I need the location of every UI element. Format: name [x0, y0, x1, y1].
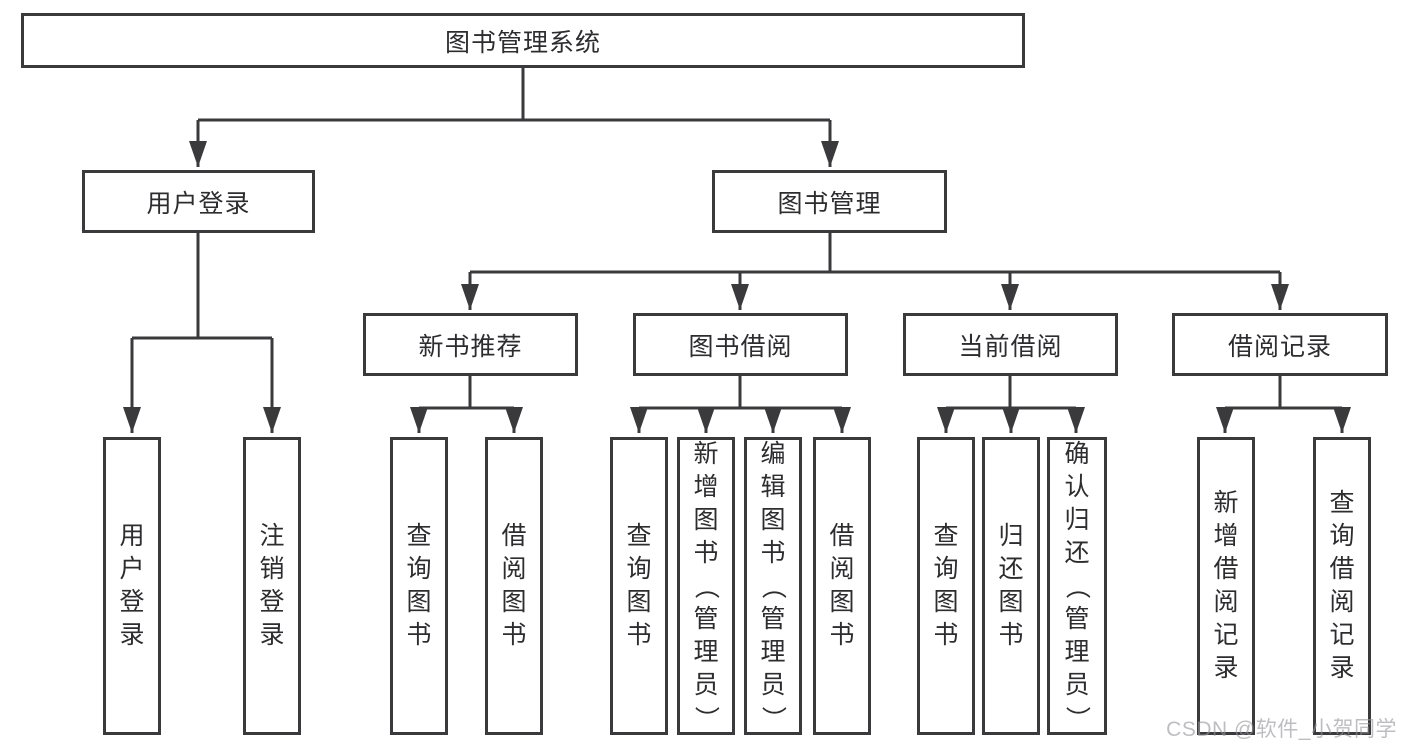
leaf-borrow-books-recommend: 借阅图书 — [485, 437, 543, 735]
watermark: CSDN @软件_小贺同学 — [1166, 718, 1397, 741]
leaf-query-books-borrowing: 查询图书 — [610, 437, 668, 735]
leaf-borrow-books-borrowing: 借阅图书 — [813, 437, 871, 735]
leaf-user-login: 用户登录 — [103, 437, 161, 735]
node-book-borrowing: 图书借阅 — [633, 313, 848, 376]
leaf-return-books: 归还图书 — [982, 437, 1040, 735]
node-new-book-recommendation: 新书推荐 — [363, 313, 578, 376]
leaf-query-borrow-record: 查询借阅记录 — [1313, 437, 1371, 735]
leaf-add-books-admin: 新增图书（管理员） — [677, 437, 735, 735]
leaf-add-borrow-record: 新增借阅记录 — [1197, 437, 1255, 735]
leaf-logout: 注销登录 — [243, 437, 301, 735]
node-book-management: 图书管理 — [712, 170, 947, 233]
leaf-edit-books-admin: 编辑图书（管理员） — [744, 437, 802, 735]
leaf-query-books-current: 查询图书 — [917, 437, 975, 735]
leaf-confirm-return-admin: 确认归还（管理员） — [1047, 437, 1107, 735]
node-borrowing-records: 借阅记录 — [1172, 313, 1388, 376]
leaf-query-books-recommend: 查询图书 — [390, 437, 448, 735]
node-current-borrowing: 当前借阅 — [903, 313, 1118, 376]
node-user-login: 用户登录 — [82, 170, 315, 233]
node-library-system: 图书管理系统 — [21, 13, 1025, 68]
